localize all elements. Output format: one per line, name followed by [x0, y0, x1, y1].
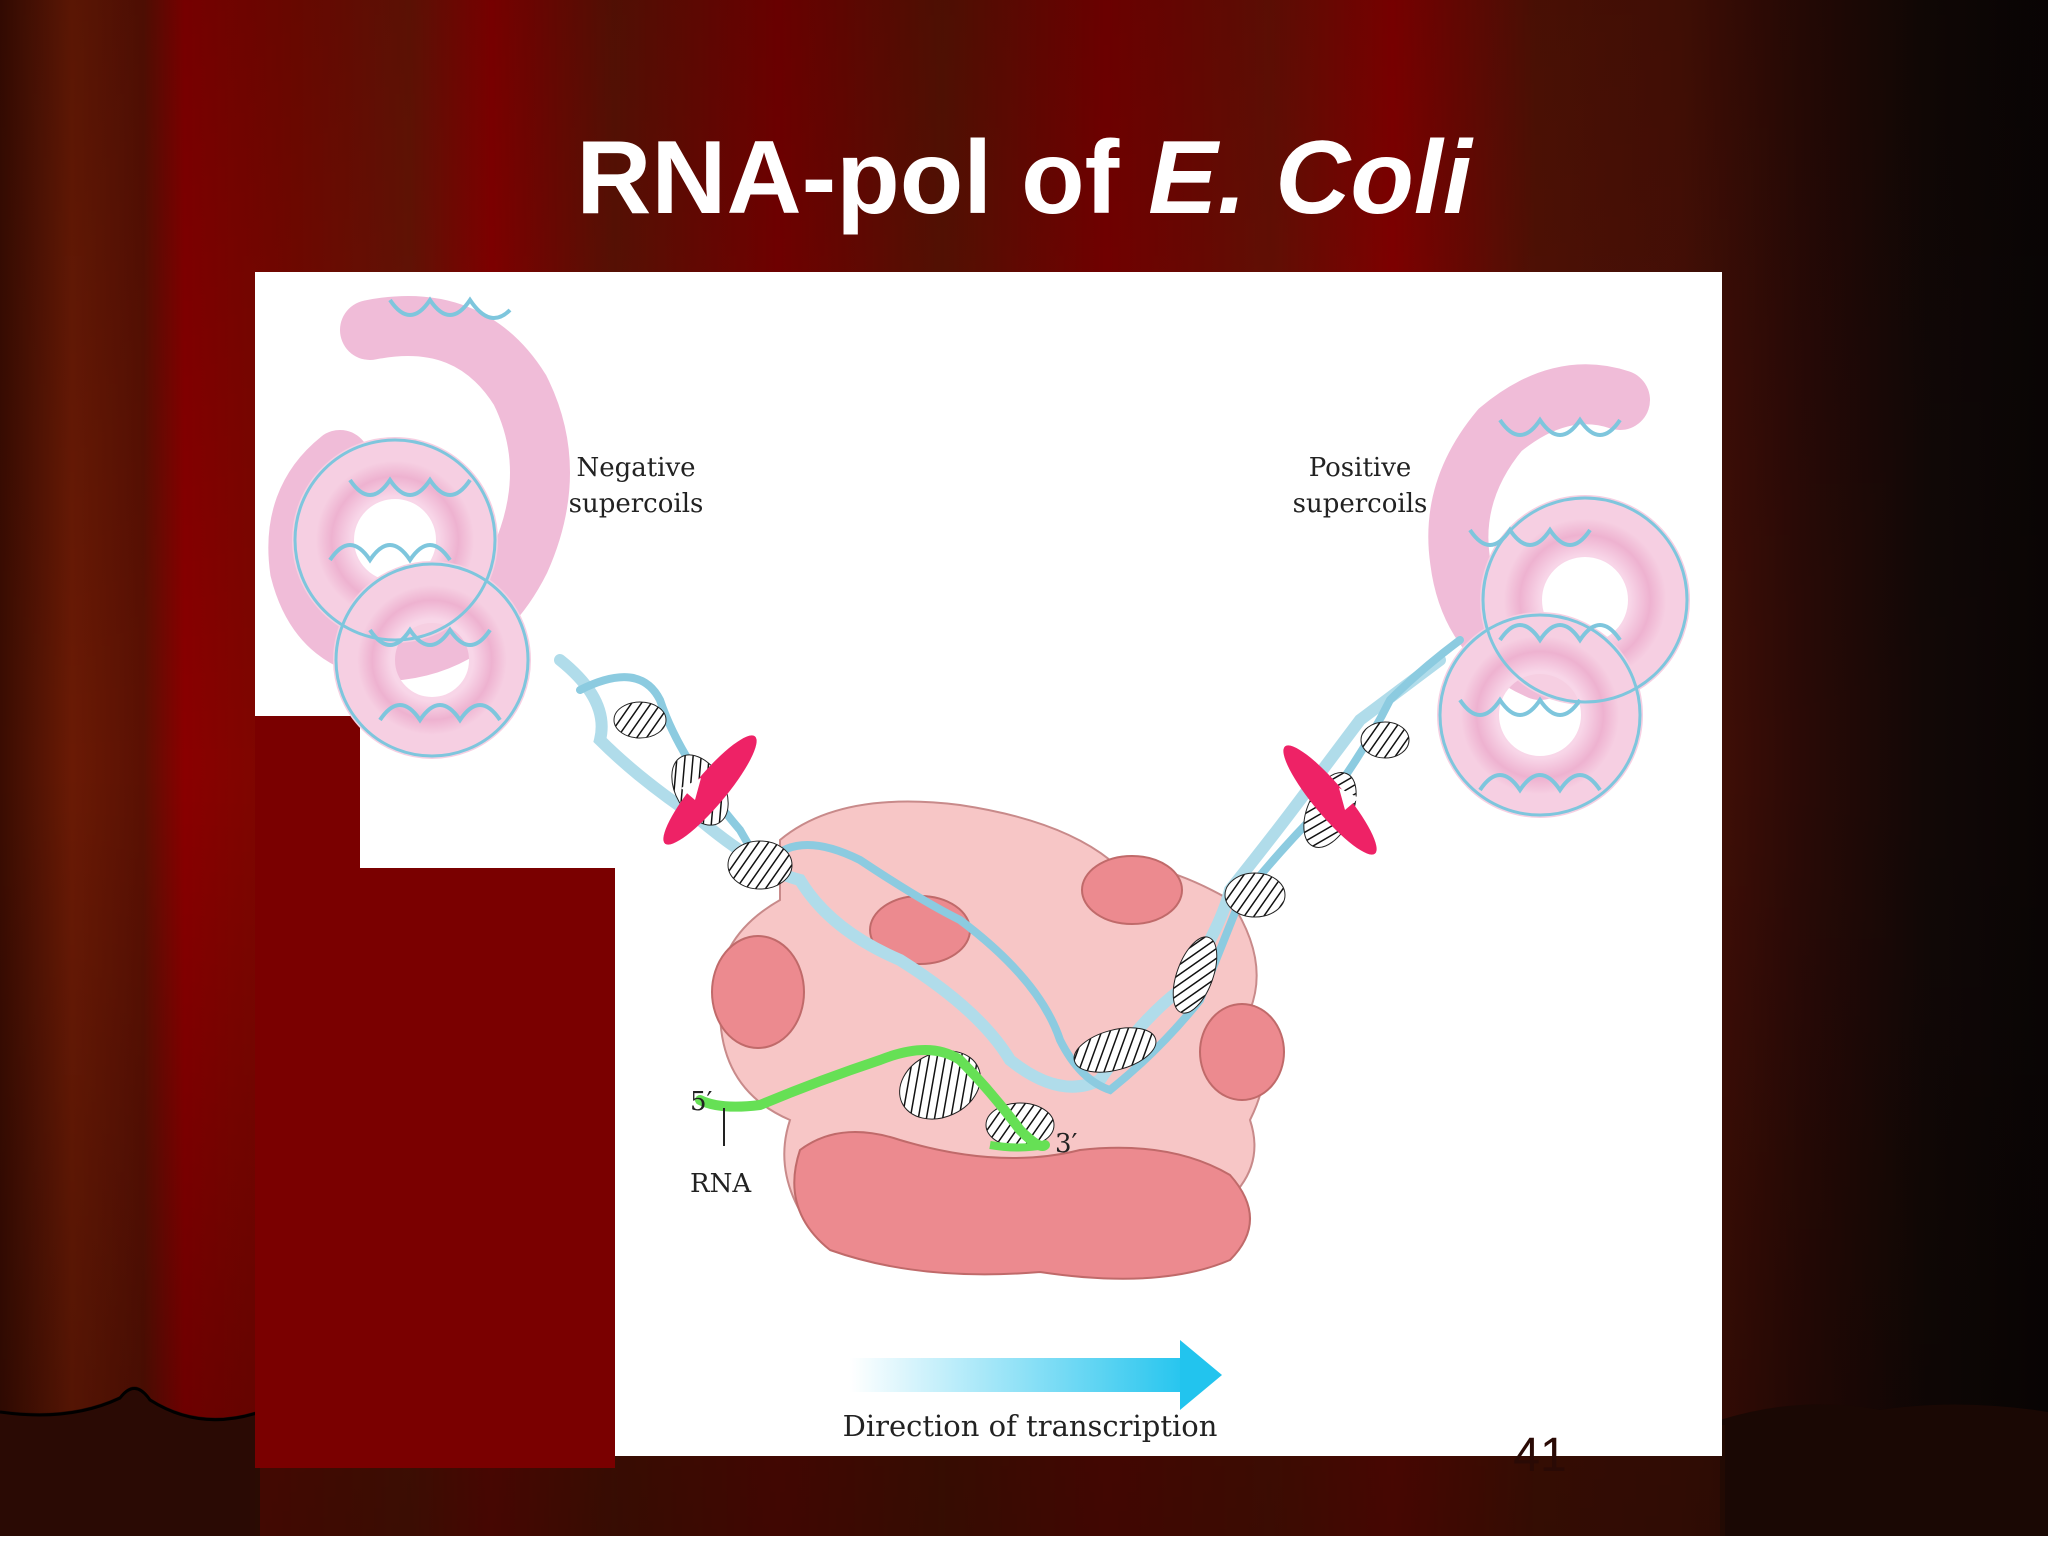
negative-supercoil-icon: [268, 296, 570, 759]
label-negative-line1: Negative: [576, 453, 695, 483]
slide-title-italic: E. Coli: [1148, 120, 1472, 236]
direction-arrow-icon: [850, 1340, 1222, 1410]
label-5prime: 5′: [690, 1087, 713, 1117]
slide-title-main: RNA-pol of: [576, 120, 1149, 236]
label-3prime: 3′: [1055, 1129, 1078, 1159]
figure-labels: Negative supercoils Positive supercoils …: [569, 453, 1428, 1199]
label-negative-line2: supercoils: [569, 489, 704, 519]
topoisomerase-icon: [663, 735, 1377, 855]
direction-label: Direction of transcription: [843, 1409, 1218, 1443]
label-positive-line1: Positive: [1309, 453, 1412, 483]
label-positive-line2: supercoils: [1293, 489, 1428, 519]
page-number: 41: [1513, 1429, 1567, 1482]
rna-transcript-icon: [695, 1045, 1055, 1152]
slide-title: RNA-pol of E. Coli: [0, 118, 2048, 238]
label-rna: RNA: [690, 1169, 752, 1199]
positive-supercoil-icon: [1428, 364, 1690, 818]
